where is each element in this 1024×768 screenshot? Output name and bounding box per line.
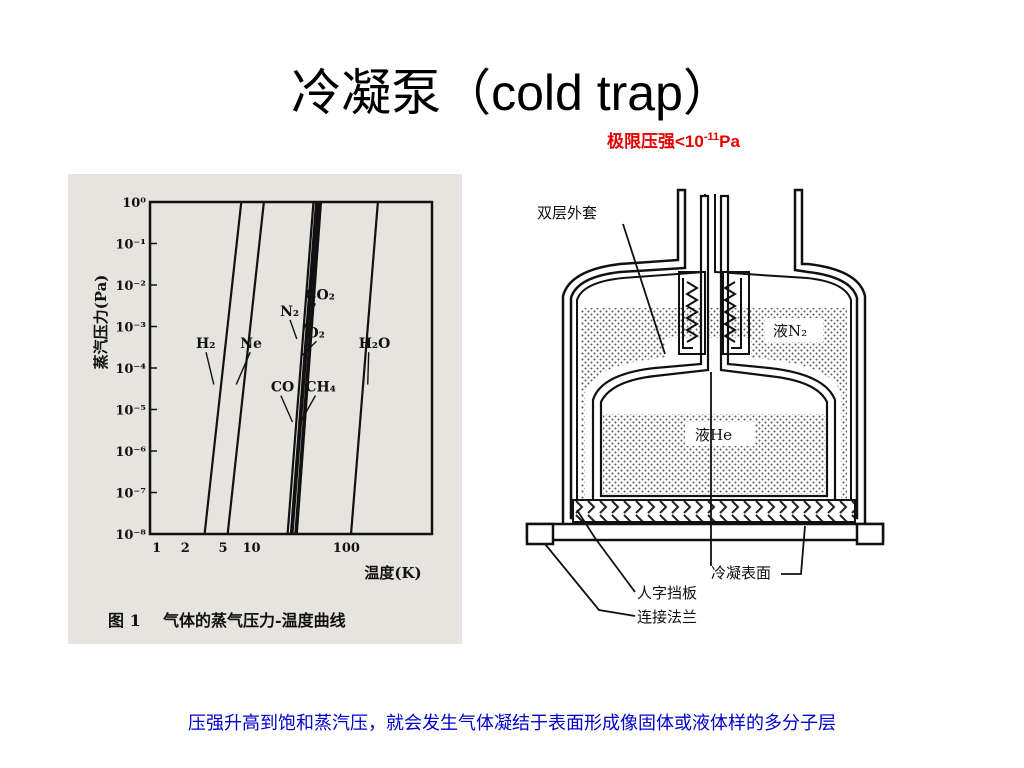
outer-jacket-label: 双层外套	[537, 204, 597, 222]
outer-vessel-wall	[561, 188, 867, 528]
liquid-n2-label-box	[765, 318, 823, 342]
y-tick-label: 10⁻⁶	[115, 445, 146, 460]
x-tick-label: 100	[333, 541, 360, 556]
x-tick-label: 10	[242, 541, 260, 556]
right-bellows	[723, 278, 742, 349]
title-close-paren: ）	[682, 64, 733, 122]
y-tick-label: 10⁻¹	[115, 238, 146, 253]
series-label: H₂O	[359, 336, 391, 352]
ultimate-pressure-exponent: -11	[703, 131, 720, 143]
right-bellows-box	[722, 271, 750, 355]
cold-trap-diagram: 液N₂ 液He 双层外套 冷凝表面 人字挡板 连接法兰	[525, 188, 885, 626]
series-leader	[235, 351, 251, 385]
series-label: CO	[271, 380, 294, 396]
flange-left-lip	[525, 522, 555, 546]
slide-title: 冷凝泵（cold trap）	[0, 58, 1024, 128]
series-line	[226, 201, 265, 535]
left-bellows-box	[678, 271, 706, 355]
flange-right-lip	[855, 522, 885, 546]
series-line	[349, 201, 379, 535]
y-tick-label: 10⁻²	[115, 279, 146, 294]
series-label: CO₂	[305, 287, 334, 303]
baffle-leader	[576, 509, 636, 593]
x-tick-label: 1	[152, 541, 161, 556]
y-tick-label: 10⁰	[122, 196, 146, 211]
x-tick-label: 2	[181, 541, 190, 556]
y-tick-label: 10⁻³	[115, 321, 146, 336]
series-line	[203, 201, 243, 535]
condensing-surface-leader	[710, 372, 806, 575]
ultimate-pressure-unit: Pa	[719, 132, 740, 151]
inner-jacket-wall	[576, 194, 852, 512]
series-label: CH₄	[305, 380, 336, 396]
title-english: cold trap	[491, 65, 683, 121]
liquid-n2-label: 液N₂	[773, 322, 807, 340]
title-chinese: 冷凝泵（	[291, 64, 492, 122]
ultimate-pressure-note: 极限压强<10-11Pa	[607, 127, 740, 152]
series-line	[295, 201, 323, 535]
liquid-helium-region	[603, 414, 825, 494]
slide-caption: 压强升高到饱和蒸汽压，就会发生气体凝结于表面形成像固体或液体样的多分子层	[188, 713, 836, 734]
chart-caption: 图 1 气体的蒸气压力-温度曲线	[108, 611, 346, 630]
flange-leader	[544, 543, 636, 617]
x-axis-label: 温度(K)	[364, 564, 421, 582]
grid	[150, 201, 157, 535]
series-leader	[302, 303, 317, 331]
outer-jacket-leader	[622, 223, 666, 355]
series-leader	[205, 352, 215, 385]
y-tick-label: 10⁻⁷	[115, 487, 146, 502]
connection-flange	[525, 522, 885, 542]
y-tick-label: 10⁻⁴	[115, 362, 146, 377]
chevron-baffle	[572, 499, 856, 523]
tick-labels: 10⁰ 10⁻¹ 10⁻² 10⁻³ 10⁻⁴ 10⁻⁵ 10⁻⁶ 10⁻⁷ 10⁻⁸ 1 2 5 10…	[115, 196, 360, 556]
series-leader	[280, 395, 294, 423]
liquid-he-label-box	[685, 422, 755, 446]
series-line	[289, 201, 318, 535]
series-label: H₂	[196, 336, 215, 352]
series-leader	[298, 395, 317, 425]
y-tick-label: 10⁻⁸	[115, 528, 146, 543]
helium-vessel-wall	[591, 194, 837, 506]
left-bellows	[682, 278, 699, 349]
flange-label: 连接法兰	[637, 608, 697, 626]
ultimate-pressure-prefix: 极限压强<10	[607, 132, 704, 151]
series-line	[294, 201, 321, 535]
liquid-he-label: 液He	[695, 426, 732, 444]
x-tick-label: 5	[218, 541, 227, 556]
y-axis-label: 蒸汽压力(Pa)	[92, 275, 110, 370]
series-leader	[367, 352, 370, 385]
series-leader	[289, 319, 298, 340]
series-label: N₂	[280, 304, 299, 320]
cold-trap-diagram-panel: 液N₂ 液He 双层外套 冷凝表面 人字挡板 连接法兰	[515, 178, 887, 630]
series-line	[286, 201, 315, 535]
condensing-surface-label: 冷凝表面	[711, 564, 771, 582]
y-tick-label: 10⁻⁵	[115, 404, 146, 419]
series-label: Ne	[240, 336, 262, 352]
series-line	[291, 201, 319, 535]
liquid-nitrogen-region	[581, 308, 847, 508]
baffle-label: 人字挡板	[637, 584, 697, 602]
